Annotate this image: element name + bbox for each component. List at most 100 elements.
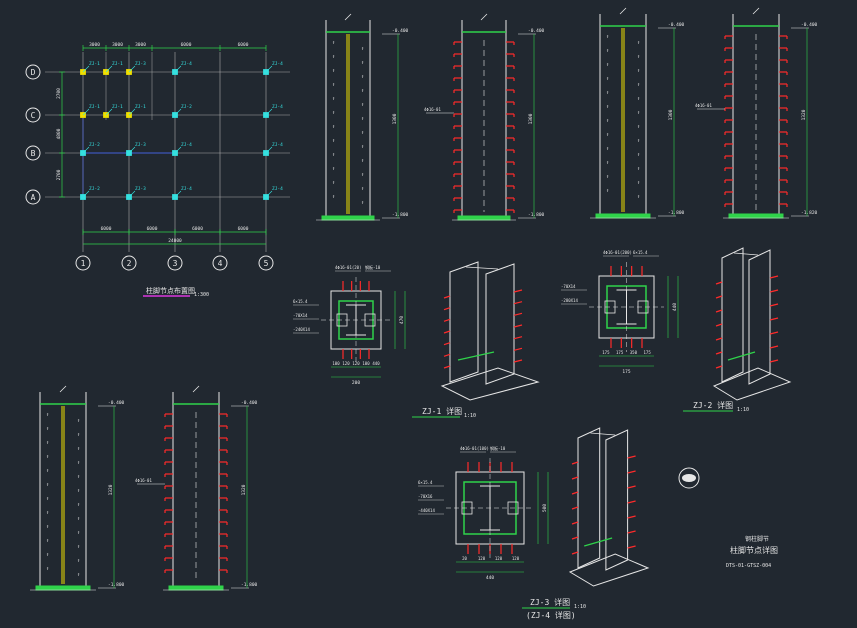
stud-mark: ↑	[332, 96, 335, 102]
stud-mark: ↑	[332, 180, 335, 186]
stud-mark: ↑	[46, 426, 49, 432]
stud-mark: ↑	[77, 418, 80, 424]
zj3-detail-label: ZJ-3 详图	[530, 597, 570, 607]
iso-flange-front	[748, 249, 771, 385]
iso-stud-right	[627, 515, 636, 519]
stud-mark: ↑	[637, 180, 640, 186]
iso-stud-left	[715, 281, 723, 285]
iso-stud-right	[769, 275, 779, 279]
stud-mark: ↑	[77, 474, 80, 480]
iso-stud-right	[627, 545, 636, 549]
height-dim-text: 1320	[801, 109, 807, 120]
iso-stud-left	[443, 307, 451, 311]
marker-leader	[128, 65, 136, 73]
isometric-column	[568, 427, 650, 587]
column-tag: ZJ-3	[135, 186, 146, 192]
stud-mark: ↑	[332, 166, 335, 172]
stud-mark: ↑	[46, 496, 49, 502]
dim-text: 175	[602, 350, 610, 355]
dim-text: 440	[372, 361, 380, 366]
dim-text-total: 200	[352, 380, 360, 386]
zj2-detail-scale: 1:10	[737, 407, 749, 413]
stud-mark: ↑	[77, 488, 80, 494]
axis-bubble-row	[25, 145, 41, 161]
dim-text: 100	[362, 361, 370, 366]
base-plate	[595, 213, 651, 219]
level-bottom-text: -1.800	[108, 582, 125, 588]
dim-text-bottom: 6000	[147, 226, 158, 232]
iso-stud-right	[769, 303, 779, 307]
stud-mark: ↑	[77, 558, 80, 564]
stud-mark: ↑	[361, 74, 364, 80]
stud-mark: ↑	[46, 552, 49, 558]
dim-text: 20	[462, 556, 467, 561]
level-top-text: -0.400	[241, 400, 258, 406]
detail-note: -240X14	[293, 327, 310, 332]
iso-flange-back	[721, 247, 744, 383]
axis-label-col: 3	[173, 259, 178, 268]
stud-mark: ↑	[606, 174, 609, 180]
column-tag: ZJ-1	[89, 104, 100, 110]
iso-stud-left	[571, 461, 579, 465]
dim-text: 120	[478, 556, 486, 561]
stud-mark: ↑	[46, 412, 49, 418]
north-circle	[678, 467, 700, 489]
iso-flange-back	[577, 427, 601, 569]
stud-mark: ↑	[332, 40, 335, 46]
stud-mark: ↑	[637, 194, 640, 200]
iso-stiffener	[584, 537, 613, 547]
stud-mark: ↑	[361, 144, 364, 150]
title-block: 钢柱脚节 柱脚节点详图 DTS-01-GTSZ-004	[726, 535, 778, 569]
iso-stud-right	[769, 359, 779, 363]
stud-mark: ↑	[606, 118, 609, 124]
north-symbol	[678, 467, 700, 489]
title-block-line2: 柱脚节点详图	[730, 545, 778, 555]
marker-leader	[128, 108, 136, 116]
column-tag: ZJ-2	[181, 104, 192, 110]
height-dim-text: 1320	[241, 484, 247, 495]
dim-text-bottom: 6000	[238, 226, 249, 232]
stud-mark: ↑	[332, 68, 335, 74]
iso-stud-right	[769, 331, 779, 335]
axis-label-row: B	[31, 149, 36, 158]
stud-mark: ↑	[637, 138, 640, 144]
dim-text-right: 500	[542, 504, 548, 512]
marker-leader	[105, 108, 113, 116]
axis-label-col: 2	[127, 259, 132, 268]
iso-stud-right	[513, 336, 523, 340]
dim-text-total: 440	[486, 575, 494, 581]
break-line	[344, 13, 352, 21]
break-line	[192, 385, 200, 393]
detail-note: 6×15.4	[633, 250, 648, 255]
detail-note: -70X16	[418, 494, 433, 499]
stud-mark: ↑	[332, 152, 335, 158]
dim-text: 120	[352, 361, 360, 366]
iso-stud-right	[627, 485, 636, 489]
stud-mark: ↑	[637, 124, 640, 130]
break-line	[619, 7, 627, 15]
marker-leader	[265, 190, 273, 198]
stud-mark: ↑	[46, 538, 49, 544]
dim-text: 350	[630, 350, 638, 355]
stud-mark: ↑	[361, 116, 364, 122]
dim-text: 120	[342, 361, 350, 366]
iso-stud-right	[627, 530, 636, 534]
height-dim-text: 1300	[528, 113, 534, 124]
marker-leader	[174, 65, 182, 73]
dim-text-top: 6000	[181, 42, 192, 48]
stud-mark: ↑	[637, 110, 640, 116]
dim-text: 175	[616, 350, 624, 355]
iso-stud-left	[443, 342, 451, 346]
iso-stud-left	[443, 353, 451, 357]
column-tag: ZJ-1	[89, 61, 100, 67]
axis-bubble-col	[258, 255, 274, 271]
iso-stud-left	[715, 323, 723, 327]
detail-note: 4Φ16-01(20)	[335, 265, 362, 270]
axis-label-col: 5	[264, 259, 269, 268]
